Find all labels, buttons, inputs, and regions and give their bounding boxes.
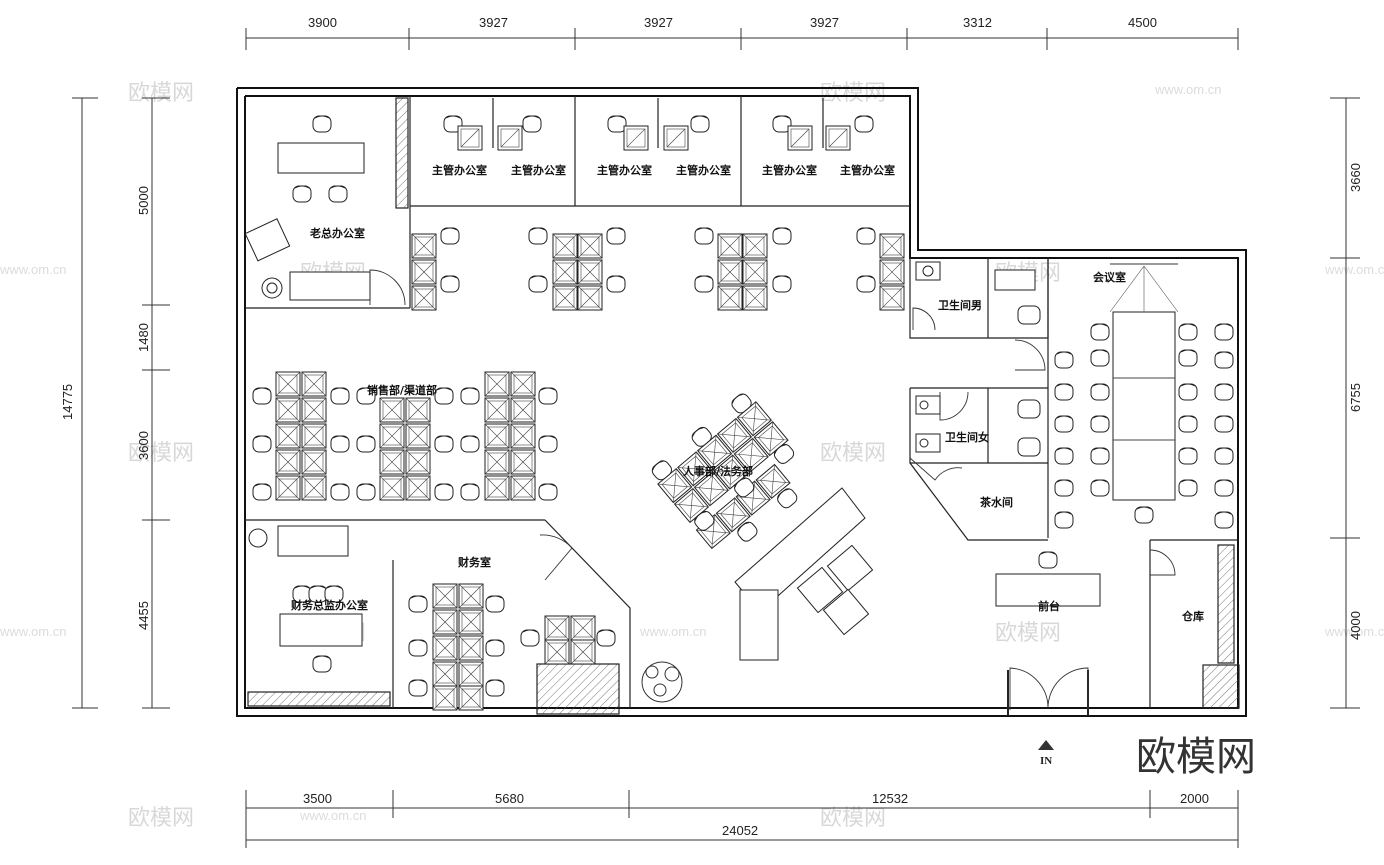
dim-top-5: 3312 [963,15,992,30]
room-label-mgr3: 主管办公室 [597,163,652,177]
bottom-dimension-line [245,790,1239,848]
ceo-furniture [244,115,371,301]
room-label-finance: 财务室 [457,555,491,569]
meeting-furniture [1054,263,1234,529]
finance-furniture [248,525,616,711]
room-label-wc-female: 卫生间女 [945,430,989,444]
watermark-text: 欧模网 [820,441,886,466]
watermark-url: www.om.cn [1324,262,1384,277]
room-label-meeting: 会议室 [1093,270,1126,284]
room-labels: 老总办公室 主管办公室 主管办公室 主管办公室 主管办公室 主管办公室 主管办公… [290,163,1204,623]
reception-desk [995,551,1101,607]
watermark-url: www.om.cn [0,624,66,639]
room-label-mgr1: 主管办公室 [432,163,487,177]
dim-right-1: 3660 [1348,163,1363,192]
workstations-top [411,227,905,311]
interior-walls [245,96,1240,716]
watermark-text: 欧模网 [820,806,886,831]
watermark-url: www.om.cn [1154,82,1221,97]
room-label-mgr4: 主管办公室 [676,163,731,177]
room-label-reception: 前台 [1038,599,1060,613]
watermark-text: 欧模网 [820,81,886,106]
room-label-sales: 销售部/渠道部 [367,383,437,397]
dim-top-2: 3927 [479,15,508,30]
left-dimension-line [72,97,170,709]
watermark-url: www.om.cn [0,262,66,277]
watermarks: 欧模网 欧模网 欧模网 欧模网 欧模网 欧模网 欧模网 欧模网 欧模网 欧模网 … [0,81,1384,831]
watermark-url: www.om.cn [1324,624,1384,639]
dim-left-total: 14775 [60,384,75,420]
room-label-mgr2: 主管办公室 [511,163,566,177]
top-dimension-line [245,28,1239,50]
outer-walls [236,87,1247,717]
room-label-mgr6: 主管办公室 [840,163,895,177]
entrance-label: IN [1040,755,1052,767]
room-label-storage: 仓库 [1181,609,1204,623]
dim-bottom-3: 12532 [872,791,908,806]
dim-right-2: 6755 [1348,383,1363,412]
watermark-url: www.om.cn [299,808,366,823]
dim-top-4: 3927 [810,15,839,30]
dim-top-6: 4500 [1128,15,1157,30]
watermark-text: 欧模网 [128,81,194,106]
dim-left-1: 5000 [136,186,151,215]
dim-left-2: 1480 [136,323,151,352]
dim-right-3: 4000 [1348,611,1363,640]
right-dimension-line [1330,97,1360,709]
dim-top-1: 3900 [308,15,337,30]
watermark-text: 欧模网 [128,441,194,466]
dim-bottom-2: 5680 [495,791,524,806]
dim-left-3: 3600 [136,431,151,460]
watermark-text: 欧模网 [128,806,194,831]
room-label-hr: 人事部/法务部 [683,464,753,478]
brand-logo: 欧模网 [1136,734,1256,780]
room-label-cfo: 财务总监办公室 [290,598,368,612]
room-label-ceo: 老总办公室 [309,226,365,240]
dim-top-3: 3927 [644,15,673,30]
toilet-fixtures [915,261,1041,457]
plant-icon [641,661,683,703]
room-label-wc-male: 卫生间男 [938,298,982,312]
watermark-text: 欧模网 [995,621,1061,646]
doors [369,269,1176,710]
dim-bottom-4: 2000 [1180,791,1209,806]
hr-lounge [734,487,874,661]
entrance-icon [1038,740,1054,750]
room-label-tea: 茶水间 [979,495,1013,509]
room-label-mgr5: 主管办公室 [762,163,817,177]
watermark-url: www.om.cn [639,624,706,639]
dim-bottom-1: 3500 [303,791,332,806]
dim-bottom-total: 24052 [722,823,758,838]
dim-left-4: 4455 [136,601,151,630]
